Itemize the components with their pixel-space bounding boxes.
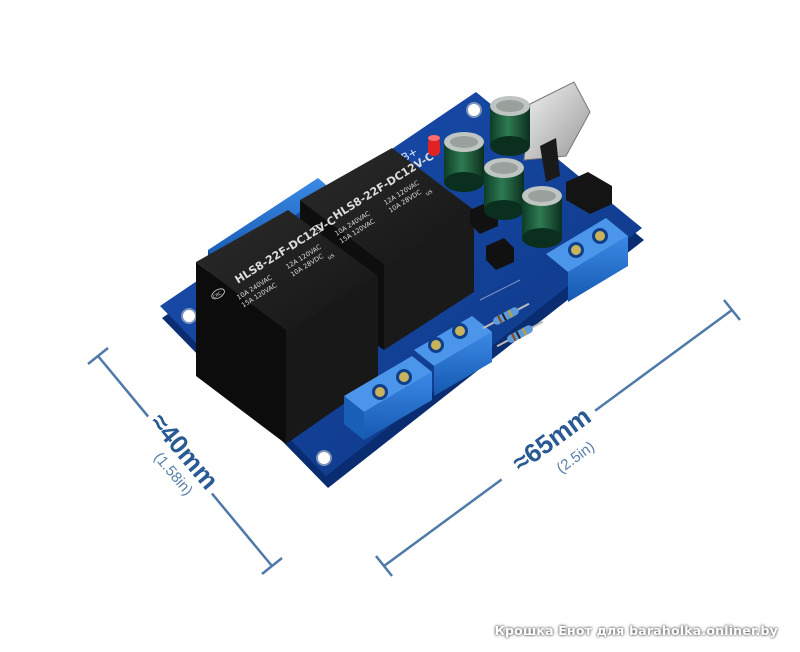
watermark-text: Крошка Енот для baraholka.onliner.by <box>494 623 778 638</box>
front-terminal-blocks <box>344 218 628 440</box>
width-dimension: ≈40mm (1.58in) <box>87 347 283 575</box>
resistors <box>482 302 544 348</box>
relay-cert-mark: us <box>326 252 336 262</box>
relay-cert-mark: us <box>424 188 434 198</box>
relay-front: HLS8-22F-DC12V-C 10A 240VAC 15A 120VAC 1… <box>196 210 378 444</box>
capacitors <box>444 96 562 248</box>
regulator-heatsink <box>523 81 591 182</box>
red-led <box>428 135 440 156</box>
transistors <box>470 172 612 270</box>
relay-cert-mark: CRC <box>212 290 223 300</box>
